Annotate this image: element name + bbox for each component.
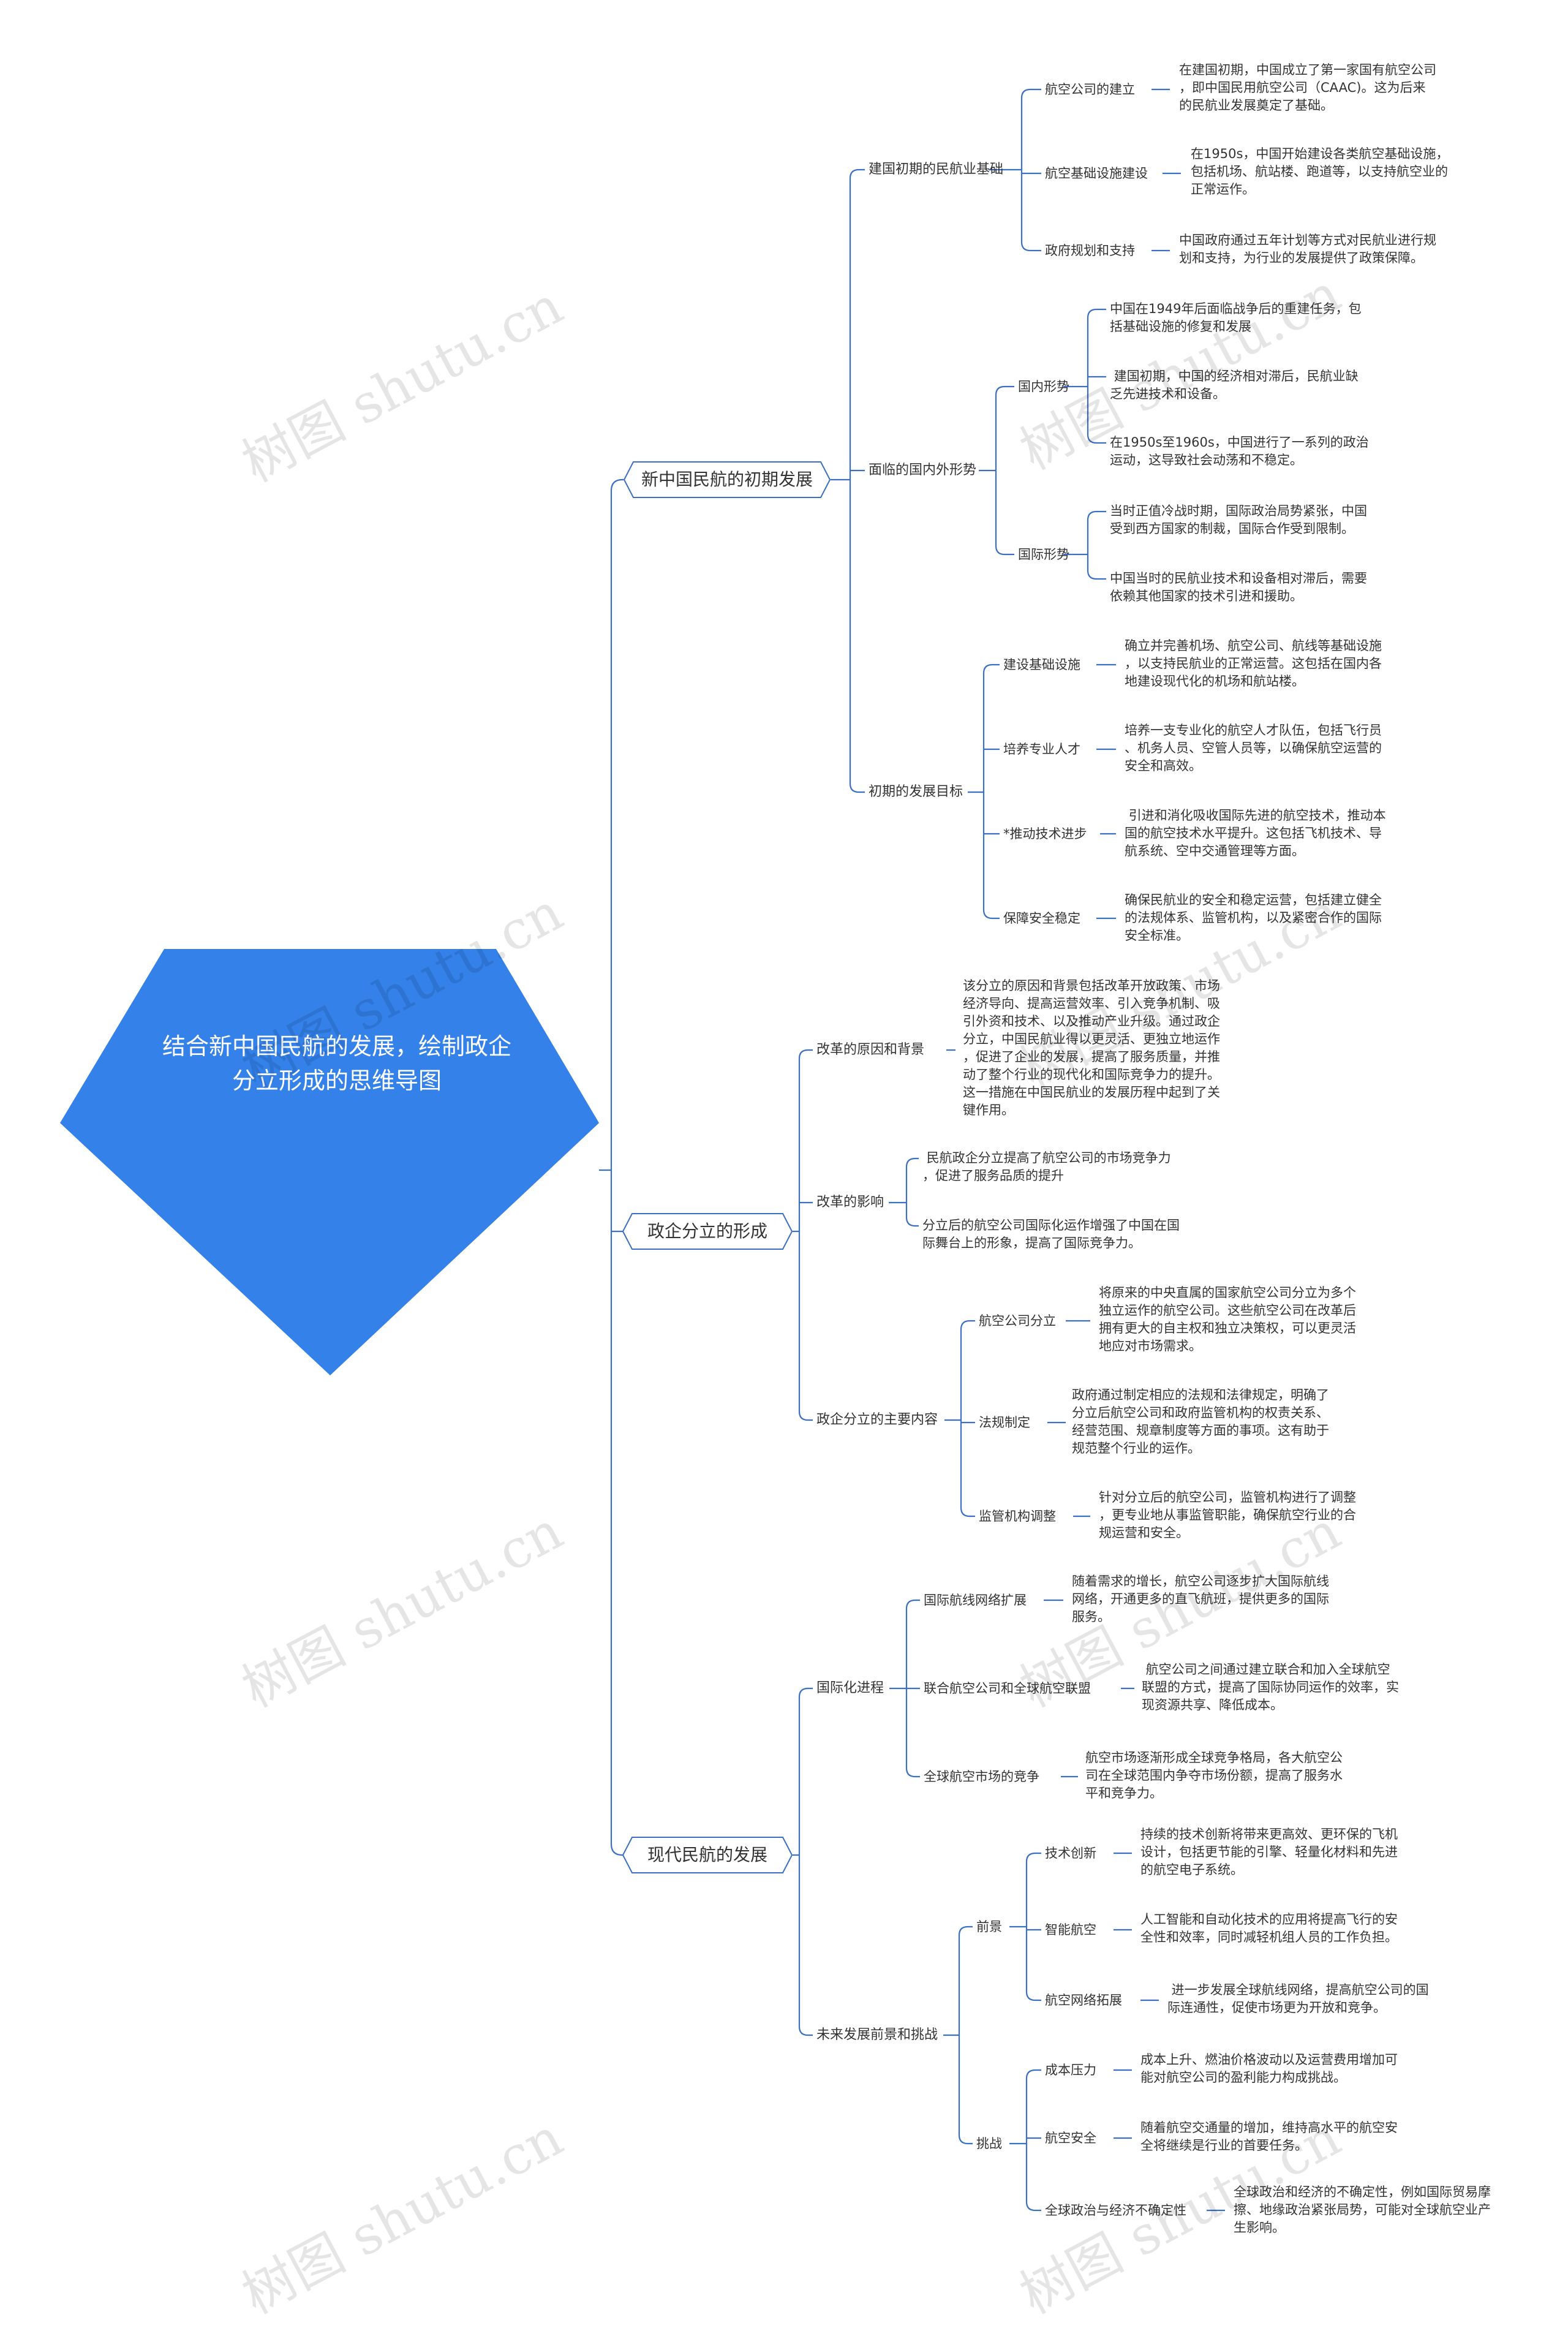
detail-text: 成本上升、燃油价格波动以及运营费用增加可 能对航空公司的盈利能力构成挑战。 [1140,2052,1398,2085]
watermark: 树图 shutu.cn [232,274,573,494]
item-government-plan[interactable]: 政府规划和支持 [1045,243,1135,258]
detail-text: 全球政治和经济的不确定性，例如国际贸易摩 擦、地缘政治紧张局势，可能对全球航空业… [1234,2185,1491,2235]
detail-text: 分立后的航空公司国际化运作增强了中国在国 际舞台上的形象，提高了国际竞争力。 [922,1218,1180,1250]
item-network-expansion[interactable]: 航空网络拓展 [1045,1993,1122,2008]
item-safety[interactable]: 保障安全稳定 [1003,911,1080,926]
detail-text: 随着航空交通量的增加，维持高水平的航空安 全将继续是行业的首要任务。 [1140,2120,1398,2153]
detail-text: 在建国初期，中国成立了第一家国有航空公司 ，即中国民用航空公司（CAAC)。这为… [1179,62,1436,113]
item-alliance[interactable]: 联合航空公司和全球航空联盟 [924,1681,1091,1696]
detail-text: 引进和消化吸收国际先进的航空技术，推动本 国的航空技术水平提升。这包括飞机技术、… [1125,808,1386,858]
item-airline-split[interactable]: 航空公司分立 [979,1313,1056,1328]
detail-text: 该分立的原因和背景包括改革开放政策、市场 经济导向、提高运营效率、引入竞争机制、… [963,978,1220,1117]
detail-text: 中国在1949年后面临战争后的重建任务，包 括基础设施的修复和发展 [1110,301,1362,334]
item-tech[interactable]: *推动技术进步 [1003,826,1087,841]
detail-text: 中国政府通过五年计划等方式对民航业进行规 划和支持，为行业的发展提供了政策保障。 [1179,233,1436,265]
topic-situation[interactable]: 面临的国内外形势 [869,463,977,478]
item-aviation-safety[interactable]: 航空安全 [1045,2131,1096,2145]
watermark: 树图 shutu.cn [232,2106,573,2326]
item-uncertainty[interactable]: 全球政治与经济不确定性 [1045,2203,1186,2218]
topic-main-content[interactable]: 政企分立的主要内容 [816,1412,938,1427]
item-talent[interactable]: 培养专业人才 [1003,742,1080,757]
branch-label: 新中国民航的初期发展 [641,469,813,489]
detail-text: 人工智能和自动化技术的应用将提高飞行的安 全性和效率，同时减轻机组人员的工作负担… [1140,1912,1398,1944]
item-route-network[interactable]: 国际航线网络扩展 [924,1593,1027,1608]
item-cost-pressure[interactable]: 成本压力 [1045,2063,1096,2077]
detail-text: 航空公司之间通过建立联合和加入全球航空 联盟的方式，提高了国际协同运作的效率，实… [1142,1662,1399,1712]
item-international[interactable]: 国际形势 [1018,547,1069,562]
topic-early-goals[interactable]: 初期的发展目标 [869,784,963,799]
item-tech-innovation[interactable]: 技术创新 [1045,1846,1096,1861]
item-challenges[interactable]: 挑战 [976,2136,1002,2151]
detail-text: 航空市场逐渐形成全球竞争格局，各大航空公 司在全球范围内争夺市场份额，提高了服务… [1085,1750,1343,1801]
topic-internationalization[interactable]: 国际化进程 [816,1680,884,1696]
detail-text: 进一步发展全球航线网络，提高航空公司的国 际连通性，促使市场更为开放和竞争。 [1167,1982,1429,2015]
detail-text: 随着需求的增长，航空公司逐步扩大国际航线 网络，开通更多的直飞航班，提供更多的国… [1072,1574,1329,1624]
detail-text: 中国当时的民航业技术和设备相对滞后，需要 依赖其他国家的技术引进和援助。 [1110,571,1367,603]
item-regulation[interactable]: 法规制定 [979,1415,1030,1430]
detail-text: 政府通过制定相应的法规和法律规定，明确了 分立后航空公司和政府监管机构的权责关系… [1072,1388,1329,1456]
item-regulator-adjust[interactable]: 监管机构调整 [979,1509,1056,1524]
branch-label: 现代民航的发展 [647,1845,767,1865]
topic-future[interactable]: 未来发展前景和挑战 [816,2027,938,2043]
item-global-competition[interactable]: 全球航空市场的竞争 [924,1769,1039,1784]
watermark: 树图 shutu.cn [232,1500,573,1720]
item-build-infra[interactable]: 建设基础设施 [1003,657,1080,672]
detail-text: 针对分立后的航空公司，监管机构进行了调整 ，更专业地从事监管职能，确保航空行业的… [1099,1490,1356,1540]
detail-text: 确保民航业的安全和稳定运营，包括建立健全 的法规体系、监管机构，以及紧密合作的国… [1125,893,1382,943]
detail-text: 民航政企分立提高了航空公司的市场竞争力 ，促进了服务品质的提升 [922,1151,1171,1183]
detail-text: 持续的技术创新将带来更高效、更环保的飞机 设计，包括更节能的引擎、轻量化材料和先… [1140,1827,1398,1877]
detail-text: 确立并完善机场、航空公司、航线等基础设施 ，以支持民航业的正常运营。这包括在国内… [1125,638,1382,689]
topic-reform-impact[interactable]: 改革的影响 [816,1195,884,1210]
item-prospects[interactable]: 前景 [976,1919,1002,1934]
item-smart-aviation[interactable]: 智能航空 [1045,1922,1096,1937]
detail-text: 建国初期，中国的经济相对滞后，民航业缺 乏先进技术和设备。 [1110,369,1359,401]
detail-text: 当时正值冷战时期，国际政治局势紧张，中国 受到西方国家的制裁，国际合作受到限制。 [1110,504,1367,536]
branch-modern[interactable]: 现代民航的发展 [622,1837,793,1873]
detail-text: 在1950s，中国开始建设各类航空基础设施， 包括机场、航站楼、跑道等，以支持航… [1191,146,1449,197]
topic-founding-base[interactable]: 建国初期的民航业基础 [869,162,1004,177]
detail-text: 在1950s至1960s，中国进行了一系列的政治 运动，这导致社会动荡和不稳定。 [1110,435,1369,467]
detail-text: 培养一支专业化的航空人才队伍，包括飞行员 、机务人员、空管人员等，以确保航空运营… [1125,723,1382,773]
branch-early-development[interactable]: 新中国民航的初期发展 [624,461,831,498]
branch-label: 政企分立的形成 [647,1221,767,1241]
item-domestic[interactable]: 国内形势 [1018,379,1069,394]
root-title: 结合新中国民航的发展，绘制政企分立形成的思维导图 [162,1033,511,1094]
item-airline-founding[interactable]: 航空公司的建立 [1045,82,1135,97]
item-infrastructure[interactable]: 航空基础设施建设 [1045,166,1148,181]
detail-text: 将原来的中央直属的国家航空公司分立为多个 独立运作的航空公司。这些航空公司在改革… [1099,1285,1356,1353]
topic-reform-reason[interactable]: 改革的原因和背景 [816,1042,925,1057]
branch-separation[interactable]: 政企分立的形成 [622,1213,793,1250]
